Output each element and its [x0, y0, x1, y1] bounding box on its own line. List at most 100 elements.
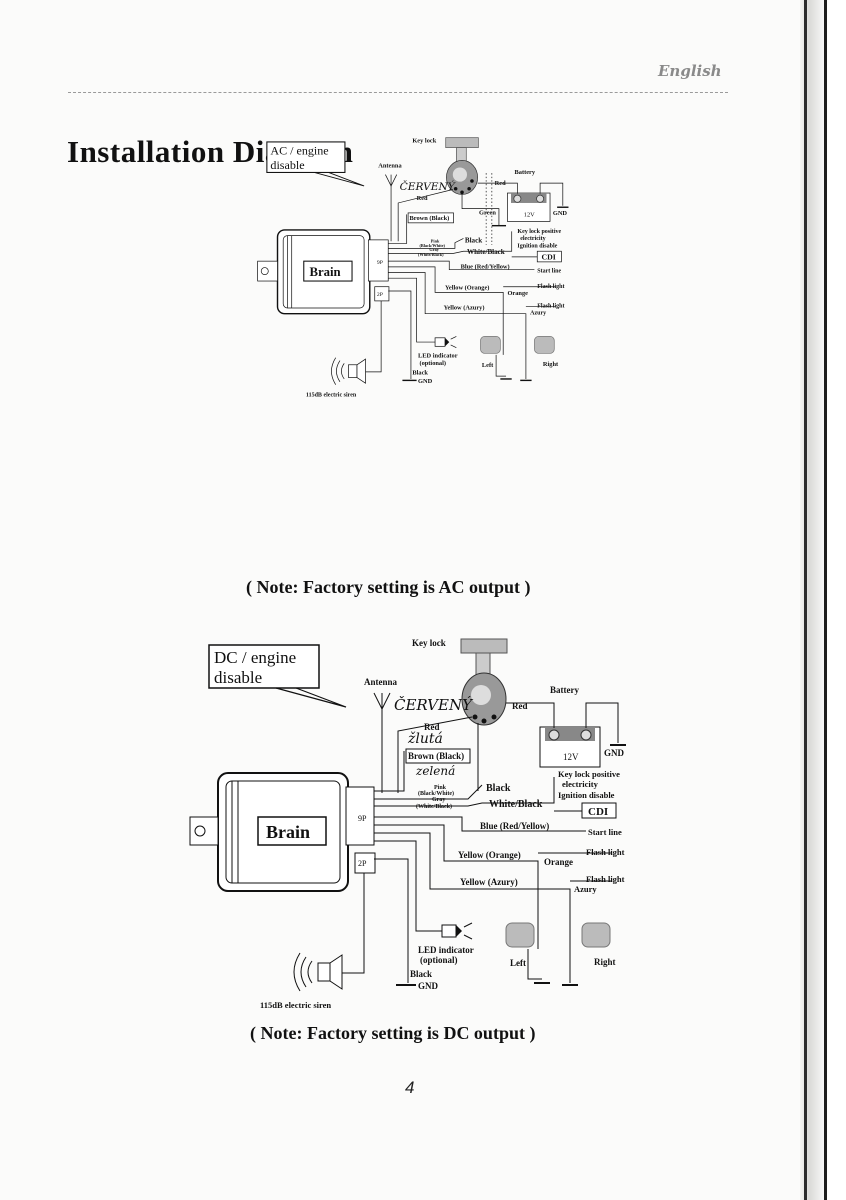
pink-label: Pink [434, 785, 447, 791]
siren-icon [331, 357, 366, 385]
key-lock-label: Key lock [412, 638, 446, 648]
page-edge-shadow [800, 0, 846, 1200]
yellow-orange-label: Yellow (Orange) [458, 850, 521, 860]
antenna: Antenna [378, 162, 402, 242]
optional-label: (optional) [419, 360, 446, 367]
pin-2p: 2P [377, 292, 383, 298]
mode-line-1: AC / engine [270, 144, 328, 158]
brain-unit: Brain 9P 2P [257, 229, 390, 315]
white-black-label: White/Black [489, 799, 543, 810]
red-wire-label-2: Red [424, 722, 440, 732]
battery: Battery Red 12V GND [477, 169, 569, 222]
orange-label: Orange [544, 857, 573, 867]
black-wire-label: Black [465, 237, 482, 245]
start-line-label: Start line [537, 269, 561, 275]
cdi-label: CDI [588, 806, 608, 818]
right-label: Right [543, 361, 559, 368]
right-flash-light [562, 919, 611, 986]
pink-label: Pink [431, 239, 440, 244]
red-wire-label: Red [512, 701, 528, 711]
battery-voltage: 12V [563, 752, 579, 762]
handwritten-note-3: zelená [415, 764, 455, 778]
brain-unit: Brain 9P 2P [189, 772, 376, 892]
led-label: LED indicator [418, 353, 458, 360]
dc-installation-diagram: DC / engine disable Key lock Antenna ČER… [189, 638, 626, 1010]
handwritten-note: ČERVENÝ [400, 179, 456, 193]
pin-9p: 9P [358, 814, 367, 823]
left-flash-light [480, 336, 512, 380]
handwritten-note: ČERVENÝ [394, 695, 474, 714]
flash-light-label: Flash light [537, 284, 564, 290]
key-lock-positive-label: Key lock positive [517, 229, 561, 235]
cdi-label: CDI [542, 253, 556, 262]
gray-label: Gray [432, 797, 445, 803]
battery-label: Battery [550, 685, 579, 695]
led-label: LED indicator [418, 945, 474, 955]
battery: Battery Red 12V GND [506, 685, 626, 768]
page-edge-line-outer [824, 0, 827, 1200]
key-lock-label: Key lock [412, 138, 436, 145]
blue-wire-label: Blue (Red/Yellow) [480, 821, 549, 831]
gnd-label-2: GND [418, 981, 439, 991]
language-label: English [658, 62, 722, 80]
blue-wire-label: Blue (Red/Yellow) [461, 263, 510, 270]
header-rule [68, 92, 728, 93]
ac-installation-diagram: AC / engine disable Key lock Antenna ČER… [257, 137, 569, 399]
brain-label: Brain [266, 822, 310, 842]
page-number: 4 [405, 1078, 415, 1097]
battery-voltage: 12V [524, 211, 535, 218]
brown-black-label: Brown (Black) [410, 215, 450, 222]
battery-label: Battery [515, 169, 536, 176]
siren-icon [293, 952, 343, 992]
dc-note: ( Note: Factory setting is DC output ) [250, 1023, 536, 1043]
key-lock-positive-label: Key lock positive [558, 769, 620, 779]
yellow-azury-label: Yellow (Azury) [460, 877, 518, 887]
right-label: Right [594, 957, 616, 967]
ac-note: ( Note: Factory setting is AC output ) [246, 577, 531, 597]
antenna-label: Antenna [378, 162, 402, 169]
brain-label: Brain [309, 265, 340, 279]
key-lock: Key lock [412, 137, 479, 195]
green-wire-label: Green [479, 209, 496, 216]
brown-black-label: Brown (Black) [408, 751, 464, 761]
antenna-label: Antenna [364, 677, 398, 687]
siren-label: 115dB electric siren [306, 393, 357, 399]
black-white-label: (Black/White) [418, 790, 454, 797]
black-gnd-label: Black [410, 969, 432, 979]
azury-label: Azury [574, 884, 597, 894]
page-edge-line [804, 0, 807, 1200]
led-indicator [441, 922, 473, 940]
siren-label: 115dB electric siren [260, 1000, 331, 1010]
yellow-orange-label: Yellow (Orange) [445, 285, 489, 292]
orange-label: Orange [507, 290, 528, 297]
flash-light-label-2: Flash light [537, 303, 564, 309]
electricity-label: electricity [562, 779, 599, 789]
optional-label: (optional) [420, 955, 458, 965]
left-label: Left [482, 362, 494, 369]
key-lock: Key lock [412, 638, 508, 726]
mode-line-2: disable [270, 158, 304, 172]
start-line-label: Start line [588, 827, 622, 837]
black-gnd-label: Black [412, 370, 428, 377]
ignition-disable-label: Ignition disable [517, 244, 557, 250]
flash-light-label-2: Flash light [586, 874, 625, 884]
mode-box: DC / engine disable [208, 644, 347, 708]
mode-line-2: disable [214, 668, 262, 687]
handwritten-note-2: žlutá [407, 730, 443, 747]
red-wire-label: Red [495, 180, 506, 187]
left-flash-light [505, 922, 550, 984]
white-black-label: White/Black [467, 248, 505, 256]
pin-2p: 2P [358, 859, 367, 868]
gnd-label: GND [604, 748, 625, 758]
black-white-label: (Black/White) [419, 243, 445, 248]
gnd-label: GND [553, 210, 568, 217]
white-black-small-label: (White/Black) [418, 252, 444, 257]
antenna: Antenna [364, 677, 398, 793]
ignition-disable-label: Ignition disable [558, 790, 615, 800]
left-label: Left [510, 958, 526, 968]
gray-label: Gray [429, 247, 439, 252]
right-flash-light [520, 333, 555, 382]
gnd-label-2: GND [418, 378, 433, 385]
flash-light-label: Flash light [586, 847, 625, 857]
